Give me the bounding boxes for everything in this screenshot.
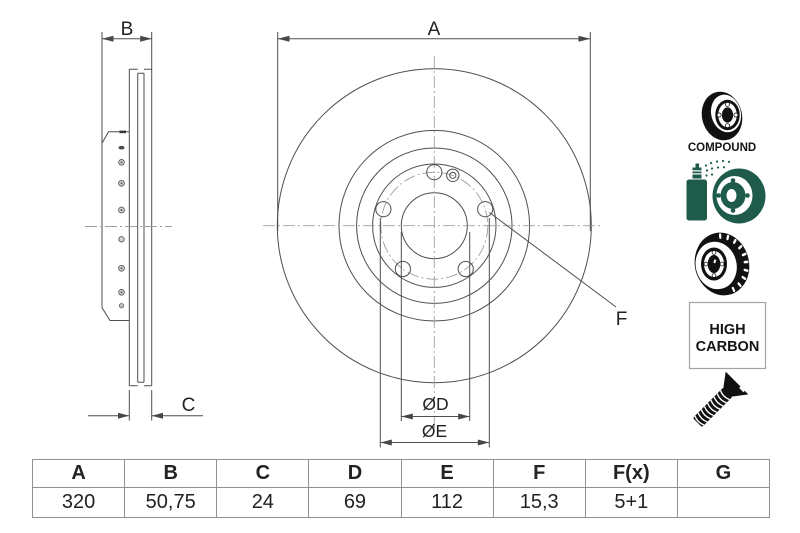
high-carbon-badge: HIGH CARBON <box>688 301 767 370</box>
col-header-e: E <box>400 459 494 488</box>
dim-label-dia-e: ØE <box>422 421 447 441</box>
front-view <box>263 56 601 428</box>
hat-edge-hole-mark <box>119 130 126 134</box>
value-c: 24 <box>216 487 310 518</box>
value-fx: 5+1 <box>584 487 678 518</box>
countersunk-screw-icon <box>693 371 749 427</box>
spray-can-body <box>686 179 707 221</box>
dimension-diameter-e: ØE <box>379 218 490 448</box>
value-f: 15,3 <box>492 487 586 518</box>
dim-label-f: F <box>616 309 628 330</box>
technical-drawing: B C A <box>85 19 767 448</box>
col-header-g: G <box>676 459 771 488</box>
spec-table-header-row: A B C D E F F(x) G <box>31 459 771 488</box>
compound-label: COMPOUND <box>688 142 756 154</box>
coated-disc-spray-icon <box>686 159 766 224</box>
col-header-b: B <box>124 459 218 488</box>
compound-disc-icon: COMPOUND <box>688 91 756 154</box>
dimension-a: A <box>277 19 591 231</box>
dim-label-a: A <box>428 19 441 40</box>
high-carbon-line2: CARBON <box>696 339 760 355</box>
high-carbon-line1: HIGH <box>709 322 745 338</box>
col-header-a: A <box>31 459 126 488</box>
locating-pin-hole <box>446 168 460 183</box>
dim-label-c: C <box>182 395 196 416</box>
dim-label-b: B <box>121 19 134 40</box>
dimension-diameter-d: ØD <box>400 232 471 421</box>
spec-table: A B C D E F F(x) G 320 50,75 24 69 112 1… <box>31 459 771 518</box>
vent-slots <box>718 233 749 293</box>
col-header-fx: F(x) <box>584 459 678 488</box>
coated-disc <box>712 168 766 224</box>
value-g <box>676 487 771 518</box>
value-b: 50,75 <box>124 487 218 518</box>
dim-label-dia-d: ØD <box>422 394 448 414</box>
side-view <box>85 32 172 387</box>
value-e: 112 <box>400 487 494 518</box>
f-callout: F <box>489 212 628 330</box>
dimension-c: C <box>88 390 203 421</box>
vented-disc-icon <box>694 232 750 296</box>
col-header-d: D <box>308 459 402 488</box>
col-header-c: C <box>216 459 310 488</box>
col-header-f: F <box>492 459 586 488</box>
spray-dots <box>704 159 731 177</box>
value-d: 69 <box>308 487 402 518</box>
bolt-holes <box>375 164 494 278</box>
vented-disc-hub <box>701 247 727 281</box>
value-a: 320 <box>31 487 126 518</box>
hat-face-holes <box>118 145 125 309</box>
dimension-b: B <box>102 19 152 42</box>
spec-table-value-row: 320 50,75 24 69 112 15,3 5+1 <box>31 487 771 518</box>
